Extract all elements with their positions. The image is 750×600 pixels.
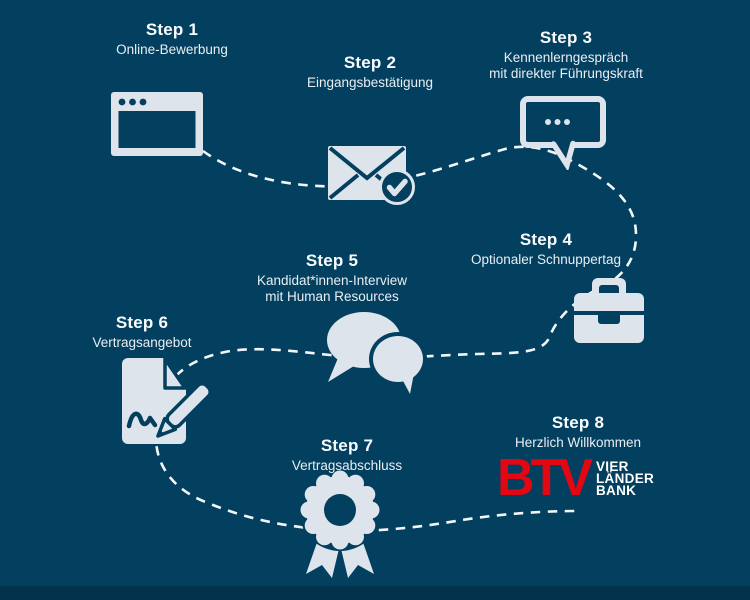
step-subtitle: Herzlich Willkommen (514, 435, 642, 450)
award-ribbon-icon (299, 470, 381, 578)
step-title: Step 1 (145, 20, 199, 39)
step-8-label: Step 8 Herzlich Willkommen (515, 413, 641, 451)
step-title: Step 3 (539, 28, 593, 47)
chat-bubbles-icon (327, 312, 427, 396)
step-4-label: Step 4 Optionaler Schnuppertag (471, 230, 621, 268)
bottom-accent-band (0, 586, 750, 600)
step-subtitle: mit direkter Führungskraft (489, 66, 643, 81)
step-subtitle: mit Human Resources (265, 289, 399, 304)
step-7-label: Step 7 Vertragsabschluss (292, 436, 402, 474)
step-title: Step 8 (551, 413, 605, 432)
browser-window-icon (111, 92, 203, 156)
step-subtitle: Online-Bewerbung (116, 42, 228, 57)
btv-tagline-line: VIER (596, 459, 629, 474)
step-subtitle: Eingangsbestätigung (306, 75, 434, 90)
briefcase-icon (574, 278, 644, 343)
step-2-label: Step 2 Eingangsbestätigung (307, 53, 433, 91)
step-subtitle: Kandidat*innen-Interview (256, 273, 408, 288)
step-1-label: Step 1 Online-Bewerbung (116, 20, 228, 58)
step-3-label: Step 3 Kennenlerngespräch mit direkter F… (489, 28, 643, 82)
step-title: Step 7 (320, 436, 374, 455)
step-title: Step 4 (519, 230, 573, 249)
envelope-check-icon (328, 146, 415, 205)
btv-tagline: VIER LÄNDER BANK (596, 458, 655, 498)
step-title: Step 6 (115, 313, 169, 332)
step-subtitle: Vertragsangebot (92, 335, 192, 350)
btv-logo: BTV VIER LÄNDER BANK (497, 449, 655, 507)
step-title: Step 2 (343, 53, 397, 72)
step-subtitle: Vertragsabschluss (291, 458, 403, 473)
speech-bubble-icon (520, 96, 606, 170)
step-6-label: Step 6 Vertragsangebot (92, 313, 191, 351)
step-title: Step 5 (305, 251, 359, 270)
btv-tagline-line: LÄNDER (596, 471, 655, 486)
btv-tagline-line: BANK (596, 483, 637, 498)
btv-brand-text: BTV (497, 449, 593, 507)
step-subtitle: Kennenlerngespräch (503, 50, 629, 65)
step-5-label: Step 5 Kandidat*innen-Interview mit Huma… (257, 251, 407, 305)
contract-pen-icon (122, 357, 213, 444)
step-subtitle: Optionaler Schnuppertag (470, 252, 622, 267)
